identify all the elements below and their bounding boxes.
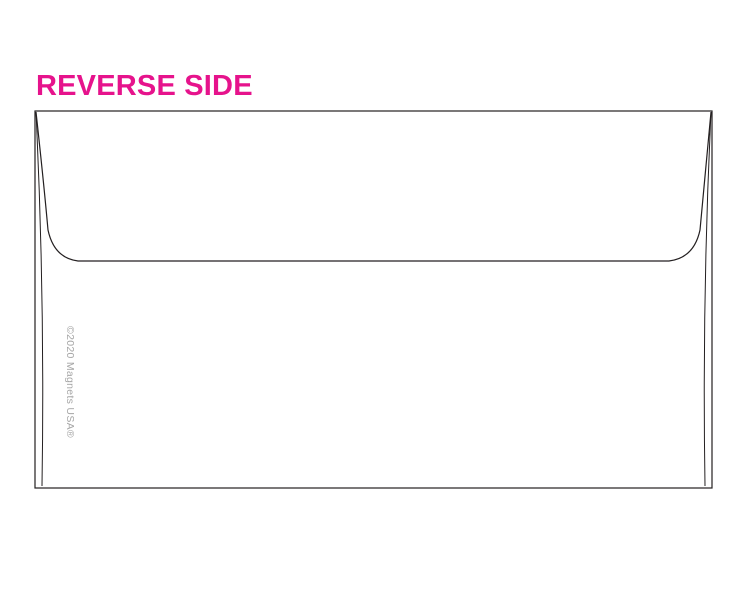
envelope-top-flap	[35, 111, 712, 262]
envelope-left-side-flap	[35, 111, 44, 487]
page-heading: REVERSE SIDE	[36, 70, 253, 102]
envelope-right-side-flap	[703, 111, 712, 487]
copyright-notice: ©2020 Magnets USA®	[64, 326, 76, 438]
